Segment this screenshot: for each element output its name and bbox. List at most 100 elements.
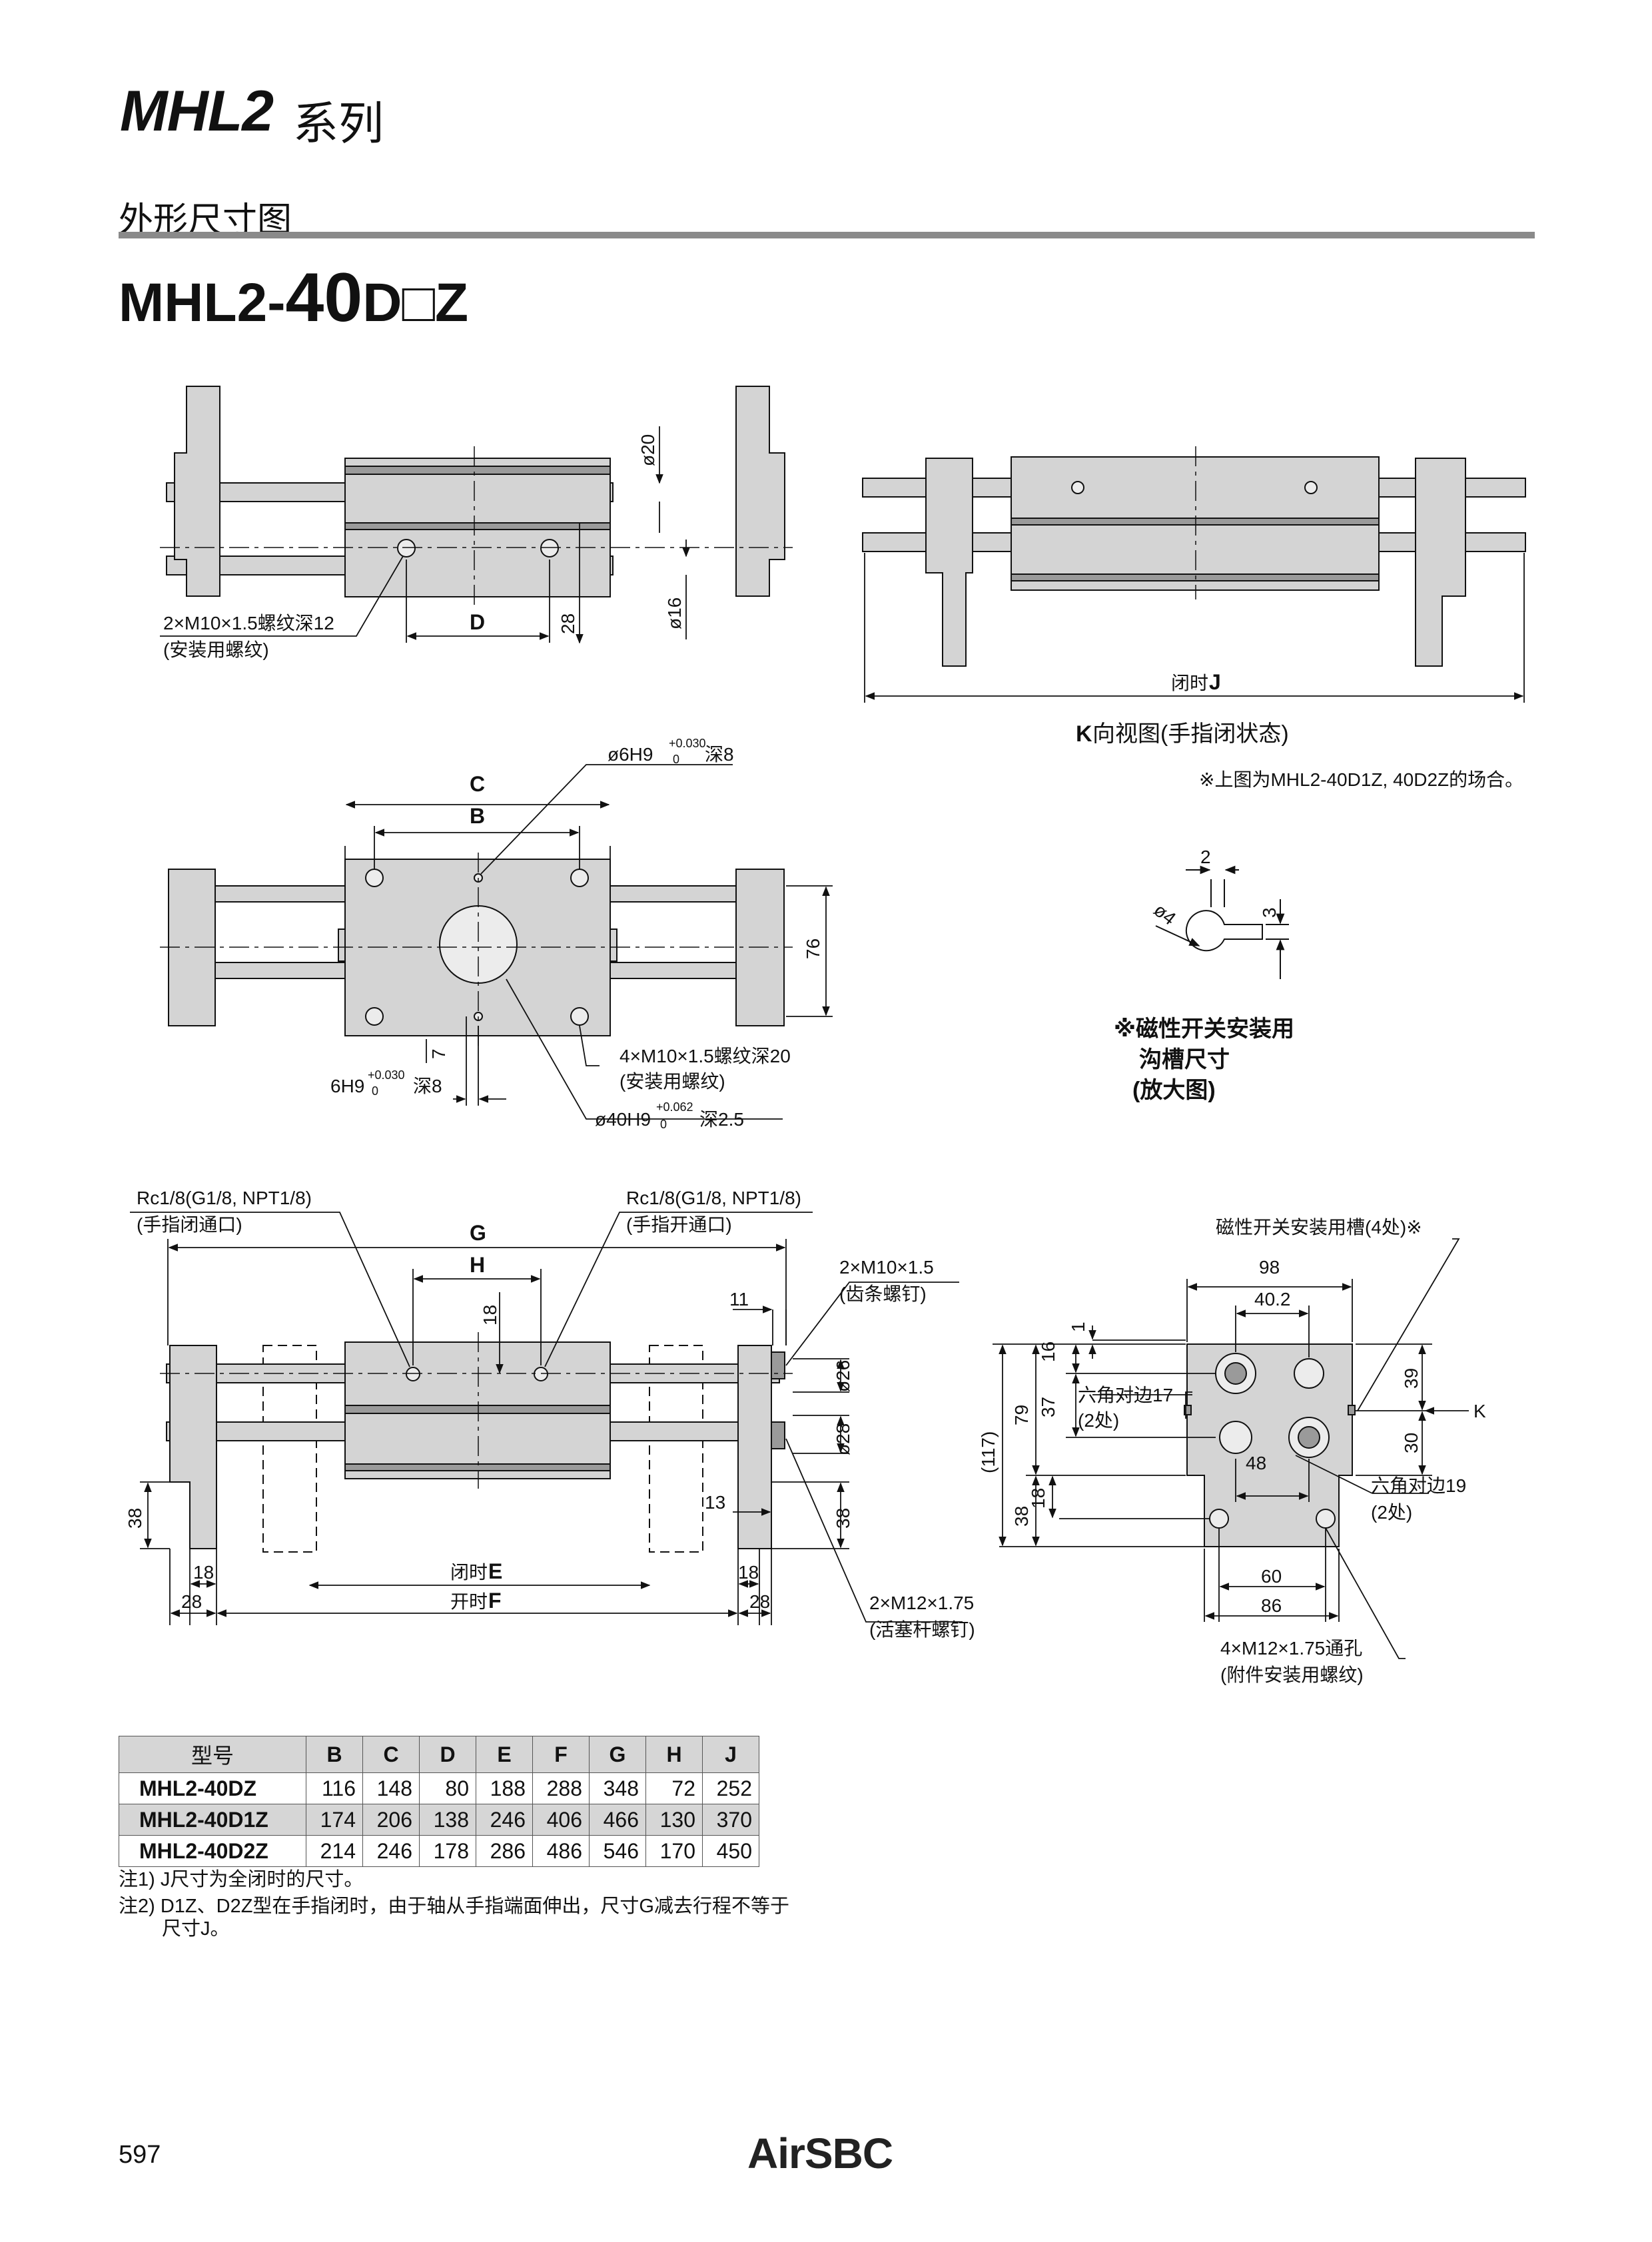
k-view-key: K xyxy=(1076,721,1092,747)
groove-dim-phi4: ø4 xyxy=(1150,899,1180,929)
table-header: J xyxy=(702,1736,759,1773)
end-groove-callout: 磁性开关安装用槽(4处)※ xyxy=(1216,1217,1422,1238)
piston-screw-note: (活塞杆螺钉) xyxy=(869,1619,975,1640)
dim-37: 37 xyxy=(1038,1397,1058,1417)
dim-phi20: ø20 xyxy=(637,434,658,466)
pin-hole-bottom-tol-lower: 0 xyxy=(372,1084,378,1098)
view1-thread-callout: 2×M10×1.5螺纹深12 xyxy=(163,613,334,633)
groove-strip xyxy=(344,522,611,530)
dim-phi26: ø26 xyxy=(833,1360,853,1392)
dim-f-prefix: 开时 xyxy=(450,1591,488,1612)
table-cell: 178 xyxy=(419,1835,476,1867)
end-thread-callout: 4×M12×1.75通孔 xyxy=(1220,1638,1362,1659)
bore-tol-upper: +0.062 xyxy=(656,1100,693,1114)
table-header: F xyxy=(532,1736,590,1773)
table-cell-model: MHL2-40D1Z xyxy=(119,1804,306,1836)
dim-phi16: ø16 xyxy=(664,597,685,629)
accessory-hole xyxy=(1209,1509,1229,1529)
bore: ø40H9 xyxy=(595,1109,651,1130)
dimension-table: 型号 B C D E F G H J MHL2-40DZ 116 148 80 … xyxy=(119,1736,759,1867)
dim-28-left: 28 xyxy=(181,1591,202,1612)
dim-86: 86 xyxy=(1261,1595,1282,1616)
view3-thread-callout-note: (安装用螺纹) xyxy=(620,1071,725,1092)
groove-dim-3: 3 xyxy=(1259,907,1280,918)
model-prefix: MHL2- xyxy=(119,272,286,333)
table-cell: 252 xyxy=(702,1772,759,1804)
top-view-drawing xyxy=(160,386,793,609)
groove-dim-2: 2 xyxy=(1200,847,1211,867)
table-header-row: 型号 B C D E F G H J xyxy=(119,1736,759,1773)
dim-d: D xyxy=(470,610,485,634)
dim-1: 1 xyxy=(1068,1321,1088,1332)
dim-b: B xyxy=(470,804,485,828)
k-arrow-label: K xyxy=(1473,1401,1486,1421)
table-cell: 370 xyxy=(702,1804,759,1836)
mount-hole xyxy=(365,869,384,887)
end-body xyxy=(1186,1343,1353,1547)
dim-18-right: 18 xyxy=(738,1562,759,1583)
dim-16: 16 xyxy=(1038,1341,1058,1362)
dim-38-left: 38 xyxy=(125,1508,145,1529)
pin-hole-top: ø6H9 xyxy=(608,744,653,765)
dim-j-prefix: 闭时 xyxy=(1171,673,1208,693)
groove-strip xyxy=(1011,518,1380,526)
port-close xyxy=(406,1367,420,1381)
dim-j: J xyxy=(1209,670,1221,694)
switch-groove xyxy=(1184,1405,1192,1415)
dim-38-right: 38 xyxy=(833,1508,853,1529)
mount-hole xyxy=(540,539,559,558)
pin-hole-bottom-tol-upper: +0.030 xyxy=(368,1068,405,1082)
pin-hole-top-tol-lower: 0 xyxy=(673,753,679,766)
dim-7: 7 xyxy=(428,1048,449,1059)
table-cell: 288 xyxy=(532,1772,590,1804)
dim-18-top: 18 xyxy=(480,1305,500,1325)
groove-strip xyxy=(344,1405,611,1414)
view3-thread-callout: 4×M10×1.5螺纹深20 xyxy=(620,1046,791,1066)
table-cell: 170 xyxy=(645,1835,703,1867)
piston-screw: 2×M12×1.75 xyxy=(869,1593,974,1613)
dim-28-right: 28 xyxy=(749,1591,770,1612)
dim-g: G xyxy=(470,1221,486,1245)
right-finger xyxy=(1415,458,1466,667)
rack-screw-note: (齿条螺钉) xyxy=(839,1284,927,1304)
dim-76: 76 xyxy=(803,938,823,959)
side-view-drawing xyxy=(160,1332,793,1553)
port-fitting xyxy=(1298,1426,1320,1449)
table-cell: 138 xyxy=(419,1804,476,1836)
k-view-drawing xyxy=(862,446,1526,667)
table-cell: 246 xyxy=(476,1804,533,1836)
hex17-note: (2处) xyxy=(1078,1410,1119,1431)
accessory-hole xyxy=(1316,1509,1336,1529)
dim-c: C xyxy=(470,772,485,796)
dim-60: 60 xyxy=(1261,1566,1282,1587)
port-close-note: (手指闭通口) xyxy=(137,1214,242,1235)
switch-groove xyxy=(1348,1405,1356,1415)
port-close-label: Rc1/8(G1/8, NPT1/8) xyxy=(137,1188,312,1208)
dim-e-prefix: 闭时 xyxy=(450,1562,488,1583)
rack-screw: 2×M10×1.5 xyxy=(839,1257,934,1278)
port xyxy=(1219,1421,1252,1454)
port-hole xyxy=(1304,481,1318,494)
dim-18: 18 xyxy=(1028,1488,1048,1509)
dim-18-left: 18 xyxy=(193,1562,214,1583)
port-hole xyxy=(1071,481,1084,494)
page-number: 597 xyxy=(119,2141,161,2169)
dim-13: 13 xyxy=(705,1492,725,1513)
hex17: 六角对边17 xyxy=(1078,1385,1173,1405)
series-title: MHL2 xyxy=(120,79,274,143)
table-cell-model: MHL2-40DZ xyxy=(119,1772,306,1804)
pin-hole-bottom: 6H9 xyxy=(330,1076,364,1096)
table-cell: 246 xyxy=(362,1835,420,1867)
groove-title-line1: ※磁性开关安装用 xyxy=(1114,1016,1294,1042)
table-header: H xyxy=(645,1736,703,1773)
rack-screw-head xyxy=(771,1351,785,1379)
groove-strip xyxy=(1011,573,1380,581)
hex19-note: (2处) xyxy=(1371,1502,1412,1523)
port-fitting xyxy=(1224,1362,1247,1385)
table-cell: 72 xyxy=(645,1772,703,1804)
pin-hole-top-depth: 深8 xyxy=(705,744,734,765)
dim-98: 98 xyxy=(1259,1257,1280,1278)
brand-logo: AirSBC xyxy=(747,2129,893,2177)
dim-79: 79 xyxy=(1011,1405,1032,1425)
